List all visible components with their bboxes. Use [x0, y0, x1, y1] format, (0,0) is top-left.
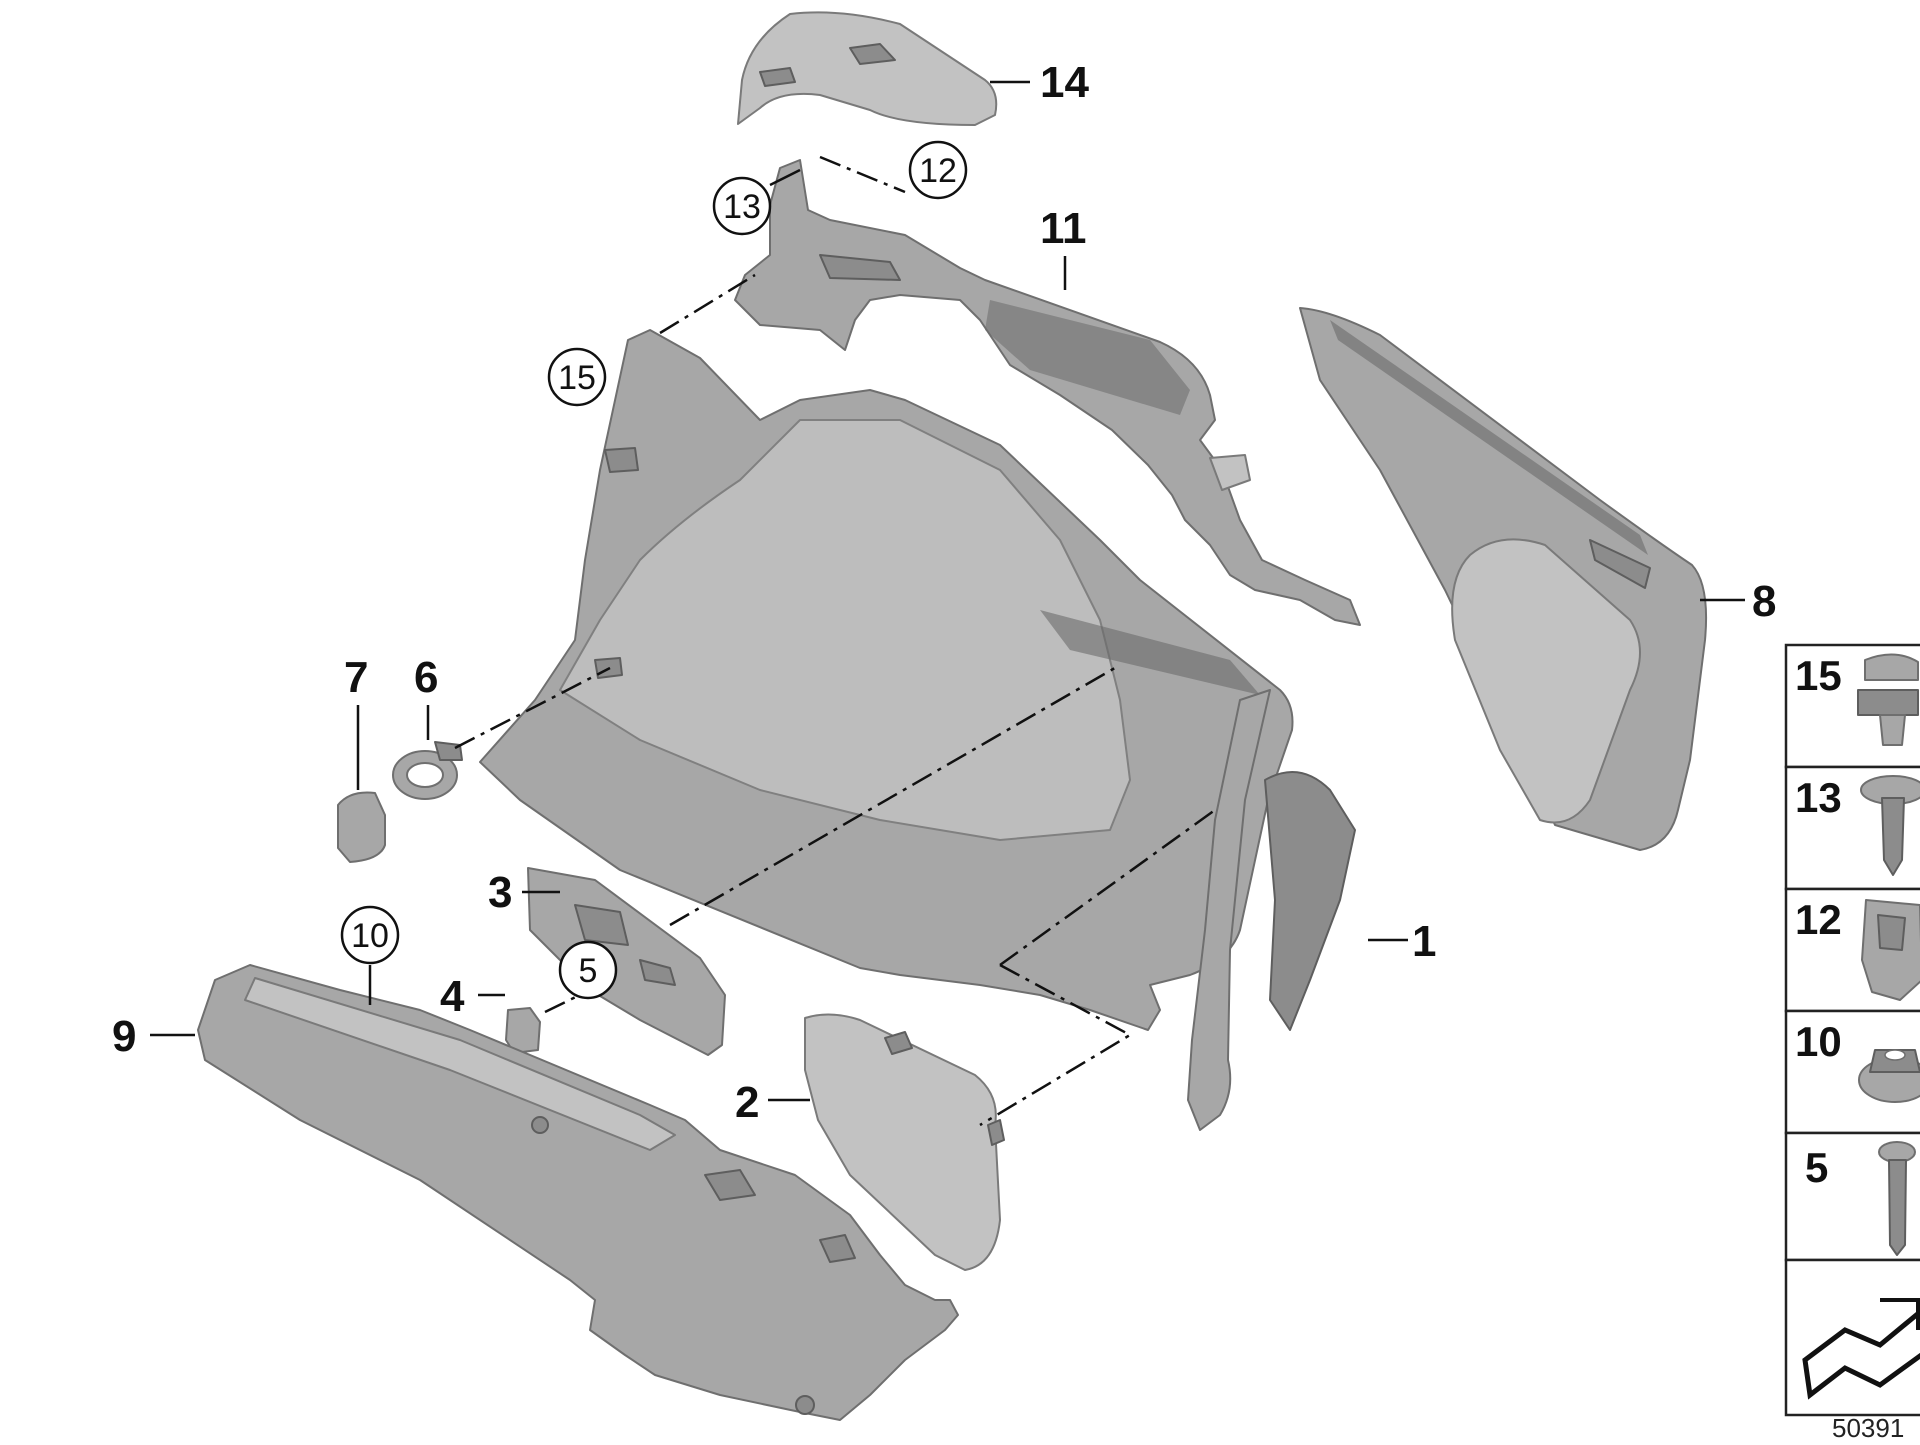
flange-nut-icon	[1858, 1049, 1920, 1103]
svg-text:10: 10	[351, 917, 389, 955]
label-1: 1	[1412, 917, 1436, 966]
push-rivet-icon	[1857, 653, 1919, 746]
circled-label-12: 12	[908, 140, 968, 200]
label-2: 2	[735, 1078, 759, 1127]
circled-label-5: 5	[558, 940, 618, 1000]
part-2-lid	[804, 1013, 1005, 1271]
legend-label-10: 10	[1795, 1018, 1842, 1065]
part-8-side-panel	[1299, 307, 1708, 851]
part-11-bracket	[734, 159, 1361, 626]
legend-label-15: 15	[1795, 652, 1842, 699]
legend-label-13: 13	[1795, 774, 1842, 821]
dash-6	[454, 666, 611, 750]
label-14: 14	[1040, 58, 1089, 107]
svg-text:13: 13	[723, 188, 761, 226]
leader-13	[769, 168, 801, 187]
part-4-clip	[505, 1007, 541, 1054]
circled-label-10: 10	[340, 905, 400, 965]
dash-12	[819, 155, 906, 194]
part-9-sill-trim	[197, 964, 959, 1421]
bolt-icon	[1878, 1141, 1916, 1256]
label-9: 9	[112, 1012, 136, 1061]
svg-text:5: 5	[579, 952, 598, 990]
part-6-ring-fastener	[392, 741, 463, 800]
washer-screw-icon	[1860, 775, 1920, 876]
spring-clip-icon	[1861, 899, 1920, 1001]
assembly-direction-arrow-icon	[1802, 1298, 1920, 1400]
reference-number: 50391	[1832, 1413, 1904, 1440]
svg-text:15: 15	[558, 359, 596, 397]
dash-15	[659, 273, 756, 335]
label-4: 4	[440, 972, 465, 1021]
circled-label-15: 15	[547, 347, 607, 407]
dash-5	[669, 663, 1121, 927]
legend-label-5: 5	[1805, 1144, 1828, 1191]
part-7-cap	[337, 791, 386, 863]
label-8: 8	[1752, 577, 1776, 626]
part-1-side-trim	[479, 329, 1356, 1131]
dash-2b	[979, 963, 1133, 1127]
part-14-cover	[737, 11, 998, 126]
dash-2a	[999, 808, 1216, 967]
label-11: 11	[1040, 204, 1087, 253]
legend-label-12: 12	[1795, 896, 1842, 943]
label-7: 7	[344, 653, 368, 702]
label-6: 6	[414, 653, 438, 702]
fastener-legend: 15 13 12 10 5	[1784, 643, 1920, 1417]
circled-label-13: 13	[712, 176, 772, 236]
label-3: 3	[488, 868, 512, 917]
svg-text:12: 12	[919, 152, 957, 190]
part-3-bracket	[527, 867, 726, 1056]
